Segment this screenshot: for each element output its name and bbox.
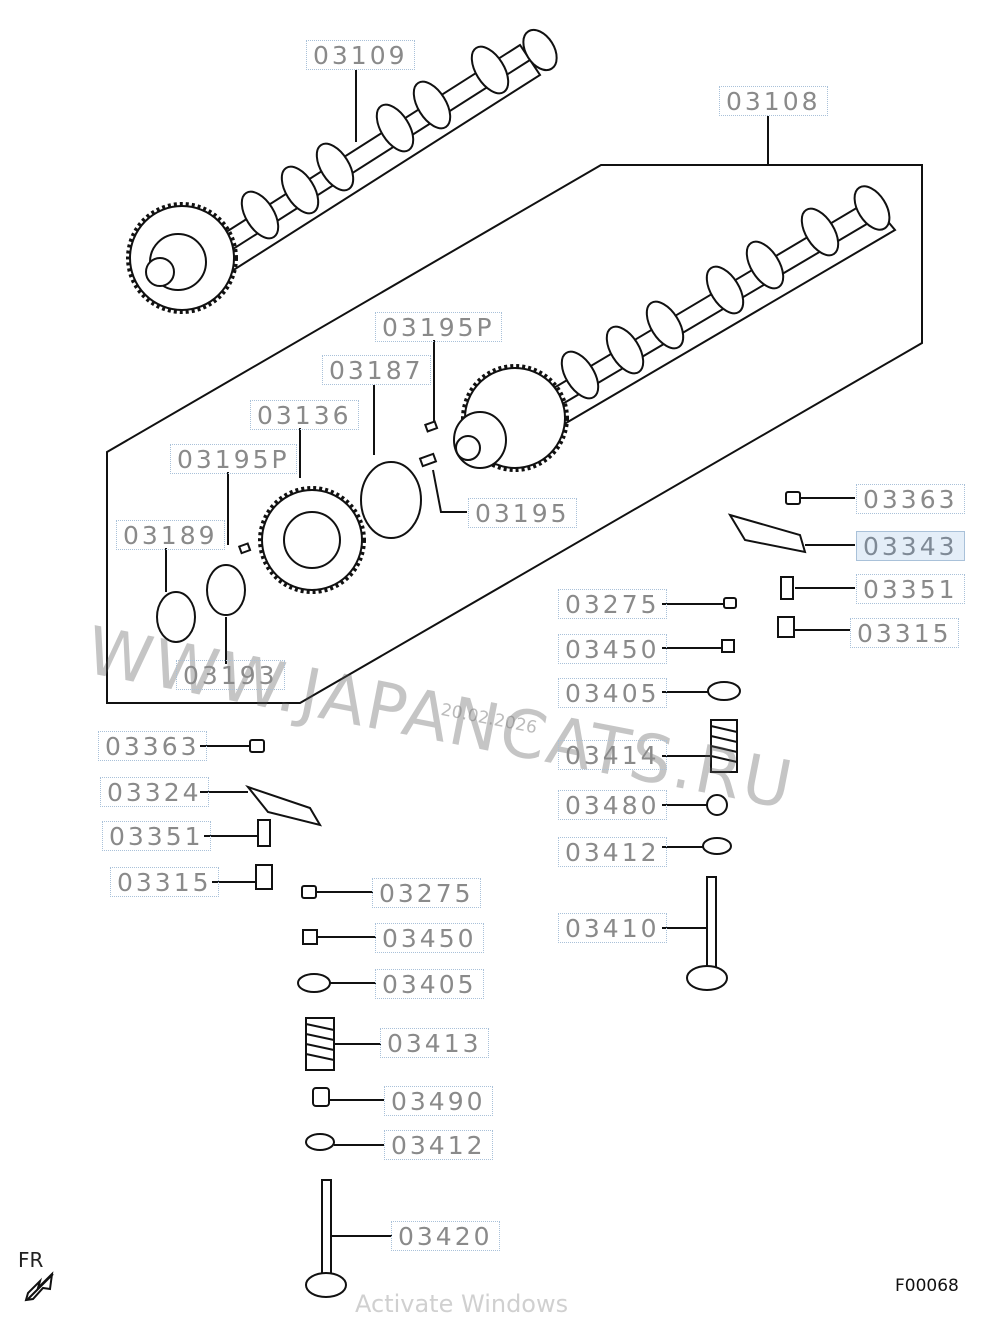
callout-03414[interactable]: 03414 [558, 740, 667, 770]
callout-03187[interactable]: 03187 [322, 355, 431, 385]
right-valve-train[interactable] [686, 491, 807, 991]
upper-camshaft[interactable] [126, 24, 564, 314]
callout-03109[interactable]: 03109 [306, 40, 415, 70]
diagram-code: F00068 [895, 1276, 959, 1296]
callout-03405-left[interactable]: 03405 [375, 969, 484, 999]
front-direction-arrow-icon [24, 1271, 54, 1302]
snap-ring[interactable] [360, 461, 422, 539]
callout-03351-left[interactable]: 03351 [102, 821, 211, 851]
callout-03315-left[interactable]: 03315 [110, 867, 219, 897]
callout-03490[interactable]: 03490 [384, 1086, 493, 1116]
callout-03324[interactable]: 03324 [100, 777, 209, 807]
callout-03351-right[interactable]: 03351 [856, 574, 965, 604]
lower-camshaft[interactable] [453, 180, 897, 472]
callout-03363-left[interactable]: 03363 [98, 731, 207, 761]
callout-03412-left[interactable]: 03412 [384, 1130, 493, 1160]
callout-03405-right[interactable]: 03405 [558, 678, 667, 708]
callout-03420[interactable]: 03420 [391, 1221, 500, 1251]
callout-03195p-left[interactable]: 03195P [170, 444, 297, 474]
pin[interactable] [418, 452, 438, 468]
callout-03275-right[interactable]: 03275 [558, 589, 667, 619]
sprocket-gear[interactable] [258, 486, 366, 594]
front-direction-label: FR [18, 1248, 44, 1272]
callout-03193[interactable]: 03193 [176, 660, 285, 690]
callout-03480[interactable]: 03480 [558, 790, 667, 820]
ring-03189[interactable] [156, 591, 196, 643]
callout-03450-right[interactable]: 03450 [558, 634, 667, 664]
callout-03363-right[interactable]: 03363 [856, 484, 965, 514]
callout-03315-right[interactable]: 03315 [850, 618, 959, 648]
callout-03195[interactable]: 03195 [468, 498, 577, 528]
callout-03413[interactable]: 03413 [380, 1028, 489, 1058]
pin-top[interactable] [423, 420, 439, 433]
callout-03412-right[interactable]: 03412 [558, 837, 667, 867]
callout-03136[interactable]: 03136 [250, 400, 359, 430]
callout-03275-left[interactable]: 03275 [372, 878, 481, 908]
assembly-group-outline [106, 164, 923, 704]
pin-left[interactable] [237, 542, 252, 555]
ring-03193[interactable] [206, 564, 246, 616]
callout-03108[interactable]: 03108 [719, 86, 828, 116]
callout-03189[interactable]: 03189 [116, 520, 225, 550]
leader-lines [165, 70, 855, 1237]
callout-03195p-top[interactable]: 03195P [375, 312, 502, 342]
callout-03410[interactable]: 03410 [558, 913, 667, 943]
callout-03450-left[interactable]: 03450 [375, 923, 484, 953]
callout-03343[interactable]: 03343 [856, 531, 965, 561]
left-valve-train[interactable] [245, 739, 347, 1298]
